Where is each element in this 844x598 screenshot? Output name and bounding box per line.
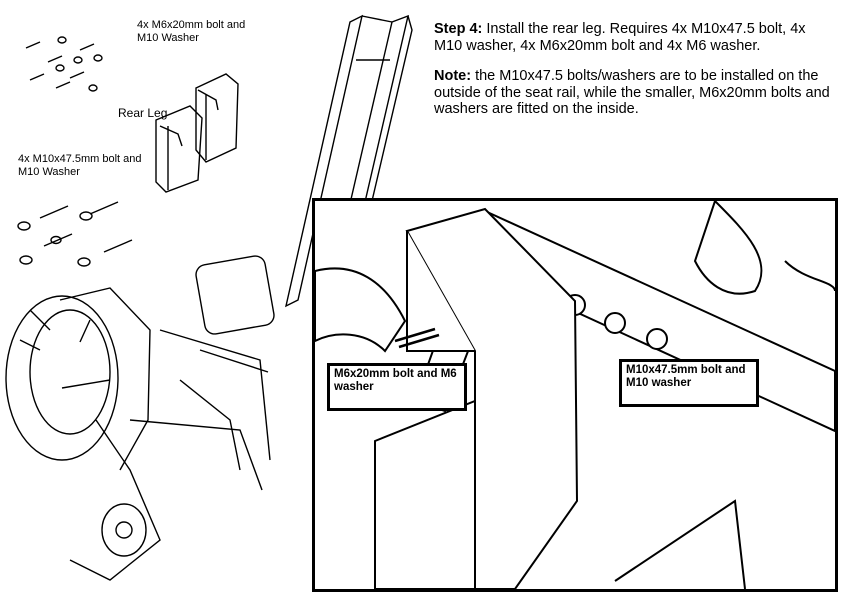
step-heading: Step 4: (434, 21, 483, 37)
m6-bolt-label: 4x M6x20mm bolt and M10 Washer (137, 19, 246, 44)
rower-body-icon (5, 255, 275, 581)
m10-bolt-label: 4x M10x47.5mm bolt and M10 Washer (18, 153, 142, 178)
note-text: the M10x47.5 bolts/washers are to be ins… (434, 68, 830, 117)
note-heading: Note: (434, 68, 472, 84)
m6-bolts-washers-icon (25, 36, 103, 92)
m10-bolts-washers-icon (17, 201, 133, 267)
rear-leg-label: Rear Leg (118, 106, 168, 120)
rear-leg-icon (155, 73, 239, 193)
instructions-block: Step 4: Install the rear leg. Requires 4… (434, 21, 834, 132)
installation-photo: M6x20mm bolt and M6 washer M10x47.5mm bo… (312, 198, 838, 592)
note-paragraph: Note: the M10x47.5 bolts/washers are to … (434, 68, 834, 118)
step-text: Install the rear leg. Requires 4x M10x47… (434, 21, 806, 54)
m10-callout: M10x47.5mm bolt and M10 washer (619, 359, 759, 407)
step-paragraph: Step 4: Install the rear leg. Requires 4… (434, 21, 834, 54)
m6-callout: M6x20mm bolt and M6 washer (327, 363, 467, 411)
